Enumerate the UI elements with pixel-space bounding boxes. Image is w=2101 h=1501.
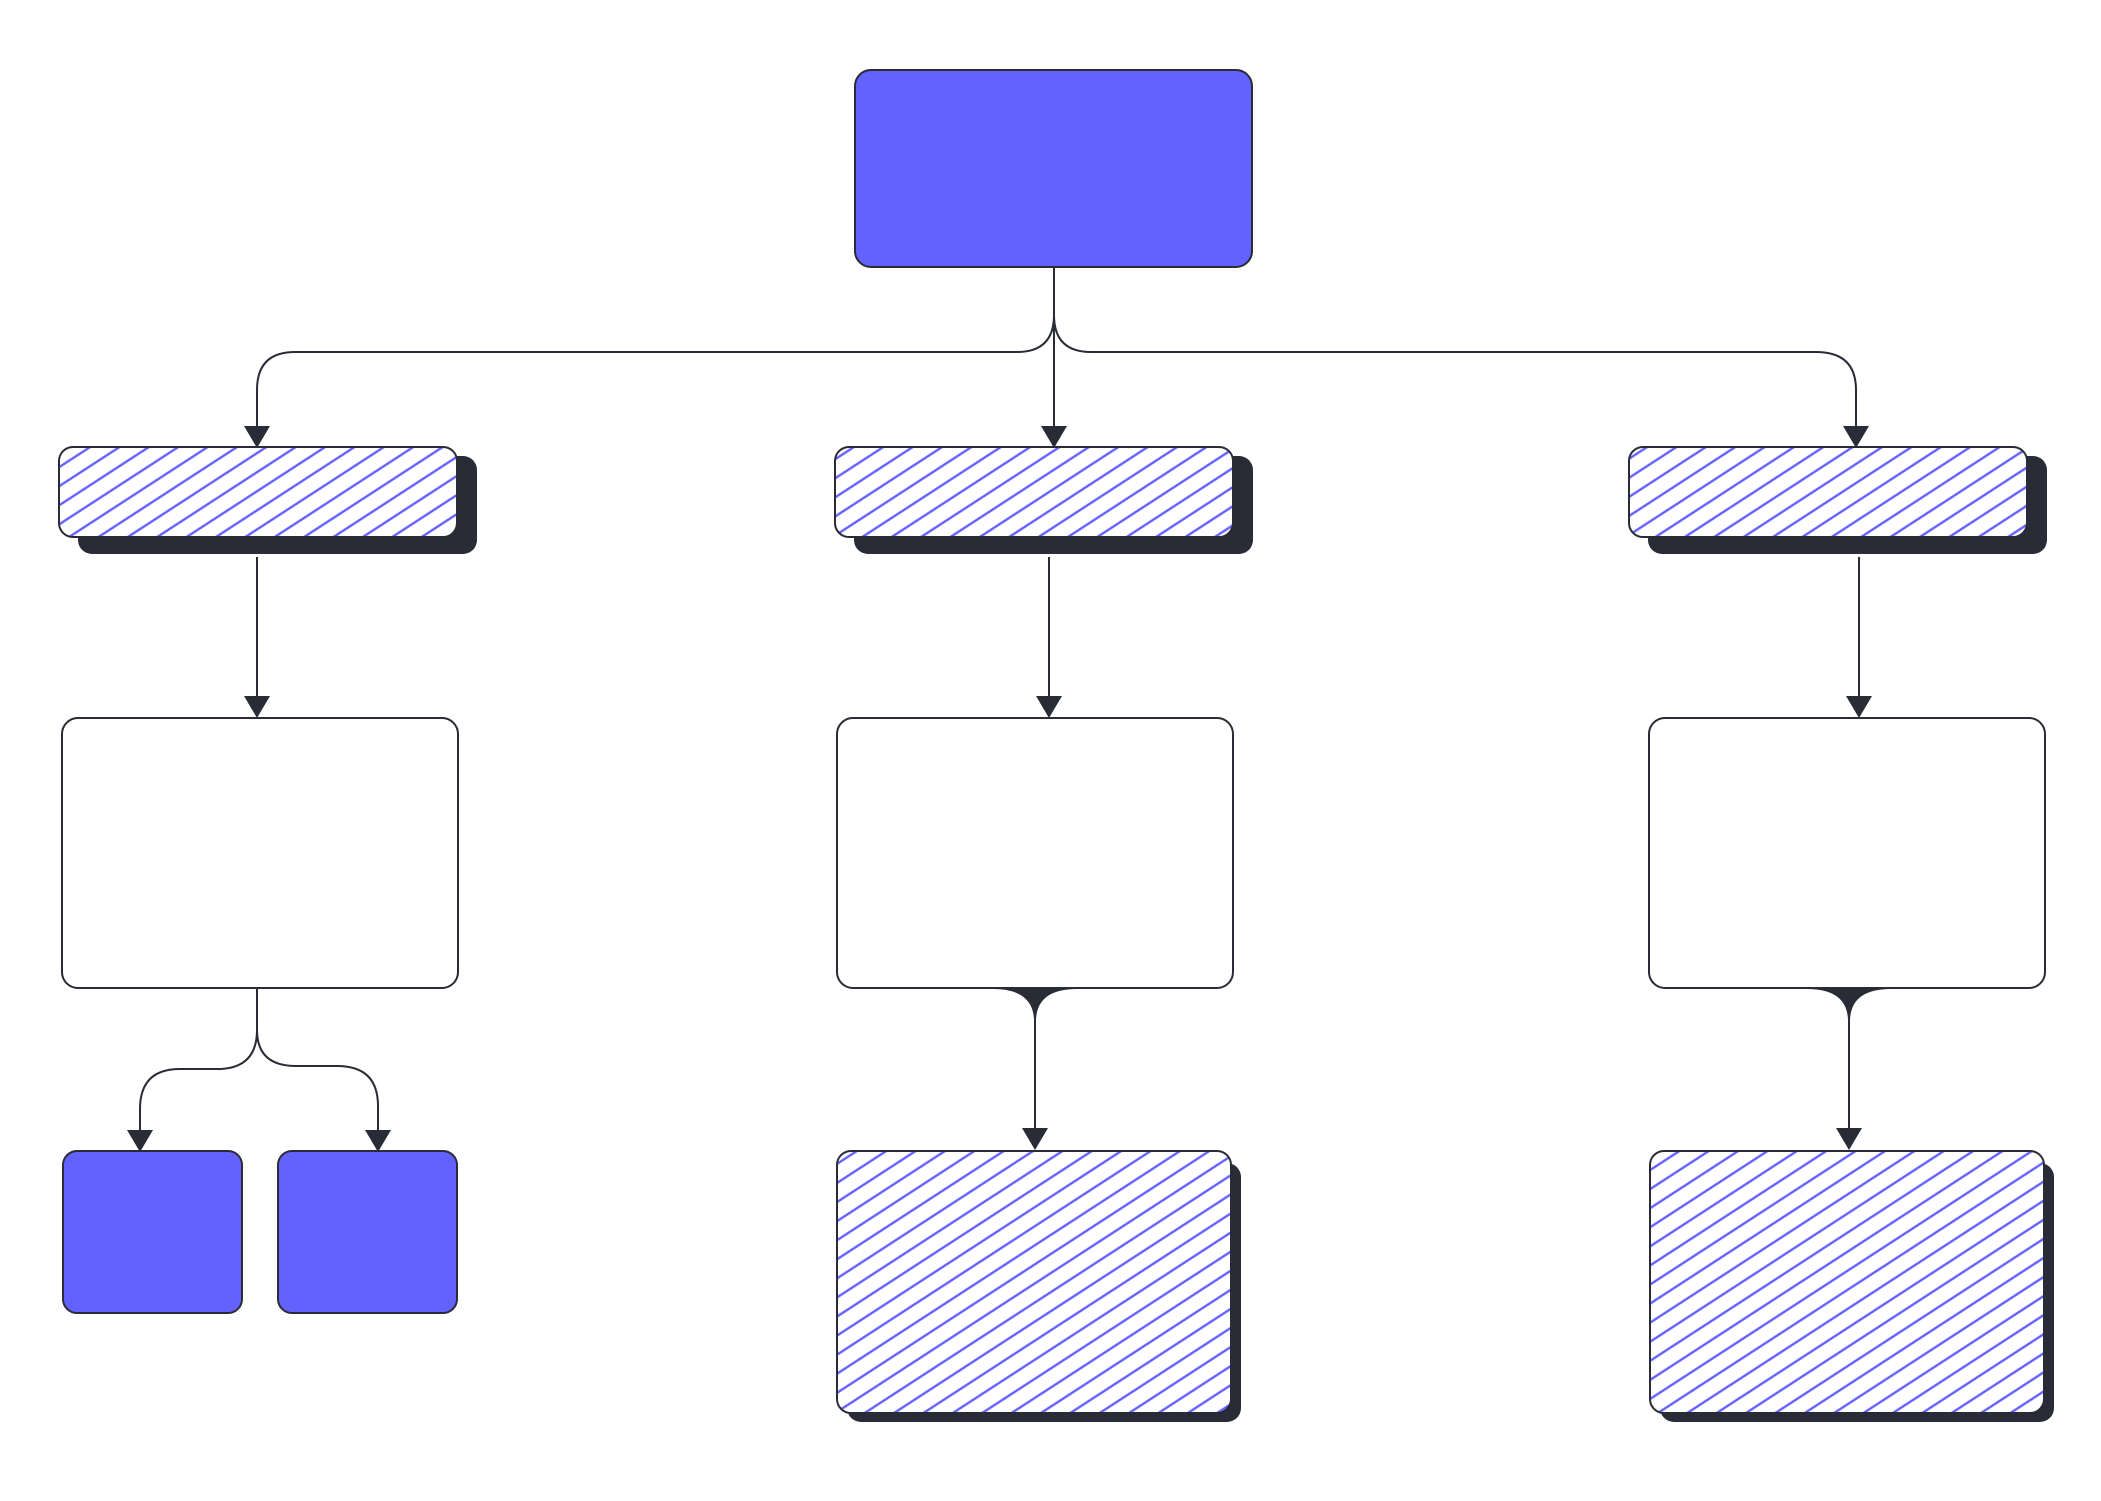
arrowheads (127, 426, 1872, 1152)
node-leaf-left-b[interactable] (277, 1150, 458, 1314)
arrowhead-icon (244, 426, 270, 448)
arrowhead-icon (1836, 1128, 1862, 1150)
edge-root-to-branch-right (1053, 314, 1857, 432)
node-result-right[interactable] (1649, 1150, 2054, 1422)
node-result-center[interactable] (836, 1150, 1241, 1422)
junction-flares (993, 989, 1891, 1020)
edge-root-to-branch-left (256, 267, 1055, 432)
node-detail-center[interactable] (836, 717, 1234, 989)
connectors (139, 267, 1860, 1138)
arrowhead-icon (365, 1130, 391, 1152)
arrowhead-icon (1022, 1128, 1048, 1150)
node-branch-right[interactable] (1628, 446, 2047, 554)
edge-detail-left-to-leaf-a (139, 989, 258, 1134)
node-root[interactable] (854, 69, 1253, 268)
junction-flare-right (1807, 989, 1891, 1020)
node-branch-left[interactable] (58, 446, 477, 554)
node-detail-left[interactable] (61, 717, 459, 989)
node-branch-center[interactable] (834, 446, 1253, 554)
edge-detail-left-to-leaf-b (256, 1029, 379, 1134)
arrowhead-icon (1036, 696, 1062, 718)
junction-flare-center (993, 989, 1077, 1020)
node-detail-right[interactable] (1648, 717, 2046, 989)
node-leaf-left-a[interactable] (62, 1150, 243, 1314)
arrowhead-icon (127, 1130, 153, 1152)
arrowhead-icon (1846, 696, 1872, 718)
arrowhead-icon (1041, 426, 1067, 448)
arrowhead-icon (1843, 426, 1869, 448)
arrowhead-icon (244, 696, 270, 718)
